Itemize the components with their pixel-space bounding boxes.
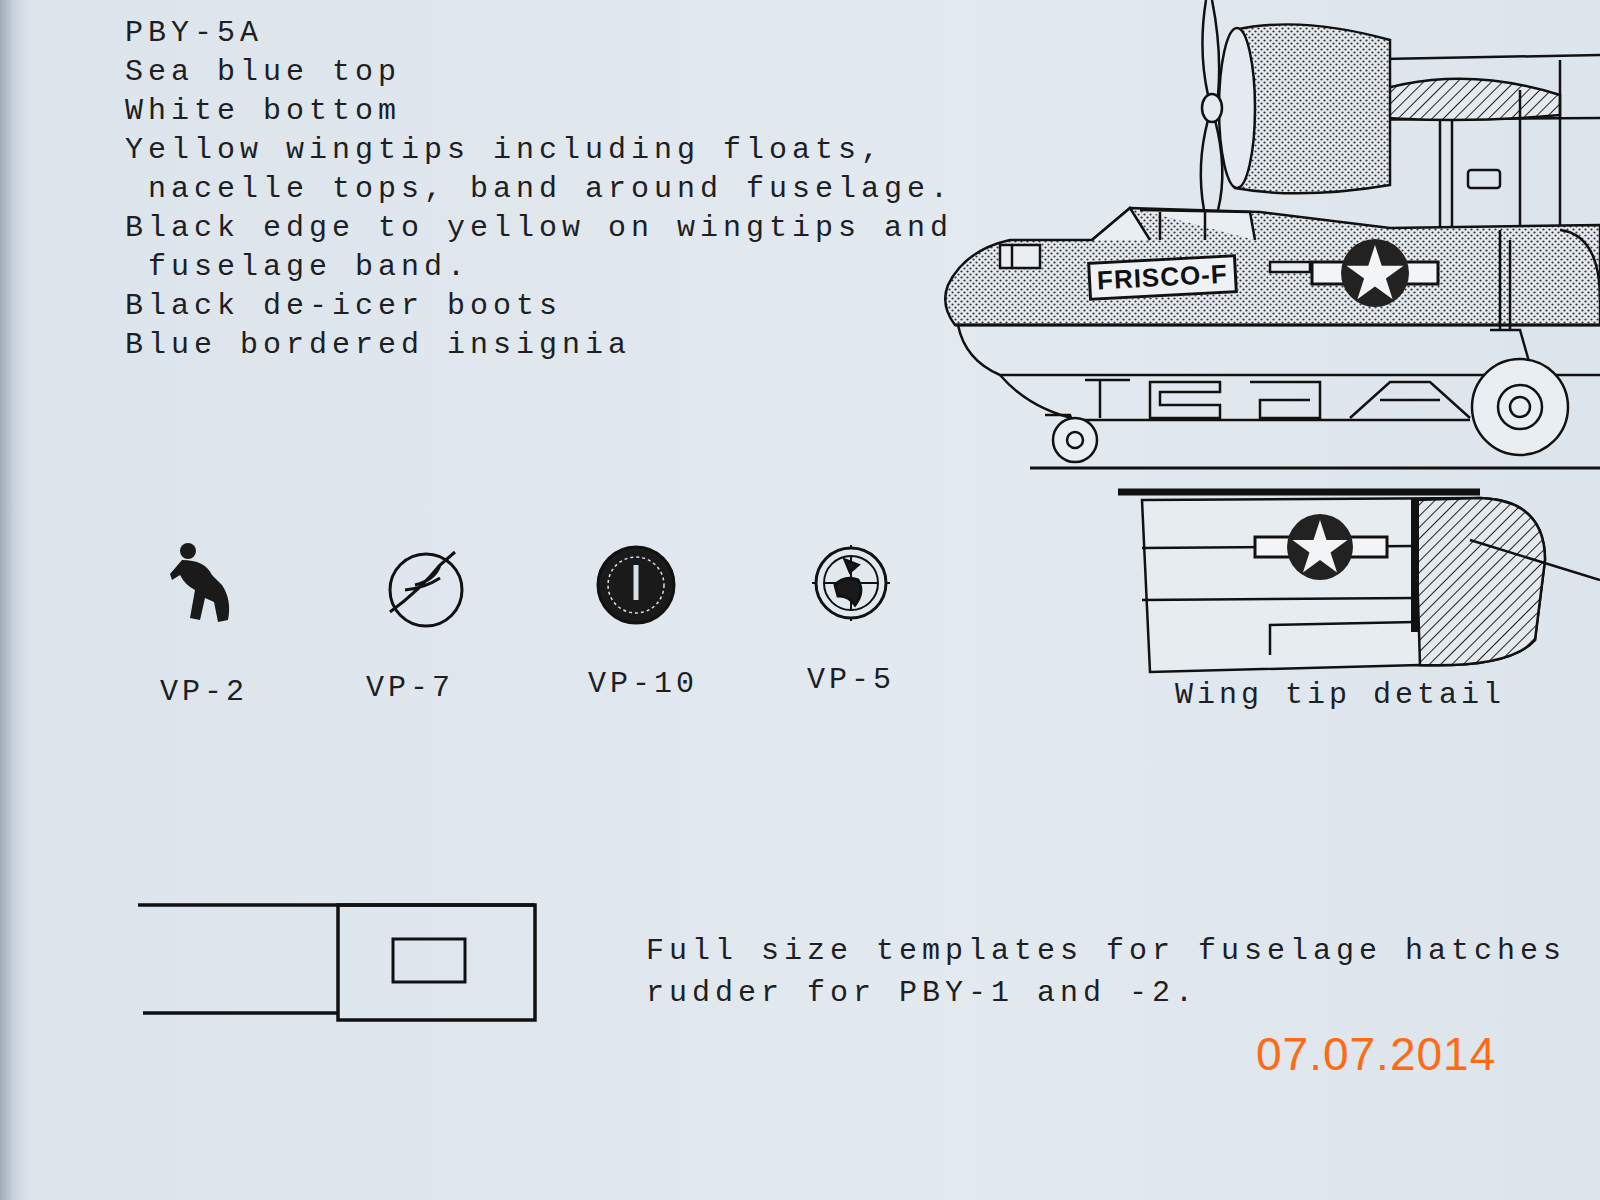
note-line: Black de-icer boots [125,287,562,326]
squadron-label: VP-2 [160,673,248,712]
squadron-label: VP-10 [588,665,698,704]
squadron-label: VP-7 [366,669,454,708]
hatch-template [138,905,535,1020]
note-line: Blue bordered insignia [125,326,631,365]
note-line: Black edge to yellow on wingtips and fus… [125,209,1068,287]
template-note: Full size templates for fuselage hatches… [646,930,1589,1014]
wing-tip-detail [1118,492,1600,672]
aircraft-name: FRISCO-F [1096,259,1228,297]
heading-text: PBY-5A [125,14,263,53]
note-line: Sea blue top [125,53,401,92]
squadron-label: VP-5 [807,661,895,700]
star-insignia [1312,239,1438,307]
date-stamp: 07.07.2014 [1256,1028,1496,1080]
squadron-emblems [170,543,890,626]
fuselage-name-box: FRISCO-F [1087,254,1238,301]
pby-drawing [945,0,1600,468]
caption-text: Wing tip detail [1175,676,1505,715]
note-line: Yellow wingtips including floats, nacell… [125,131,1068,209]
note-line: White bottom [125,92,401,131]
